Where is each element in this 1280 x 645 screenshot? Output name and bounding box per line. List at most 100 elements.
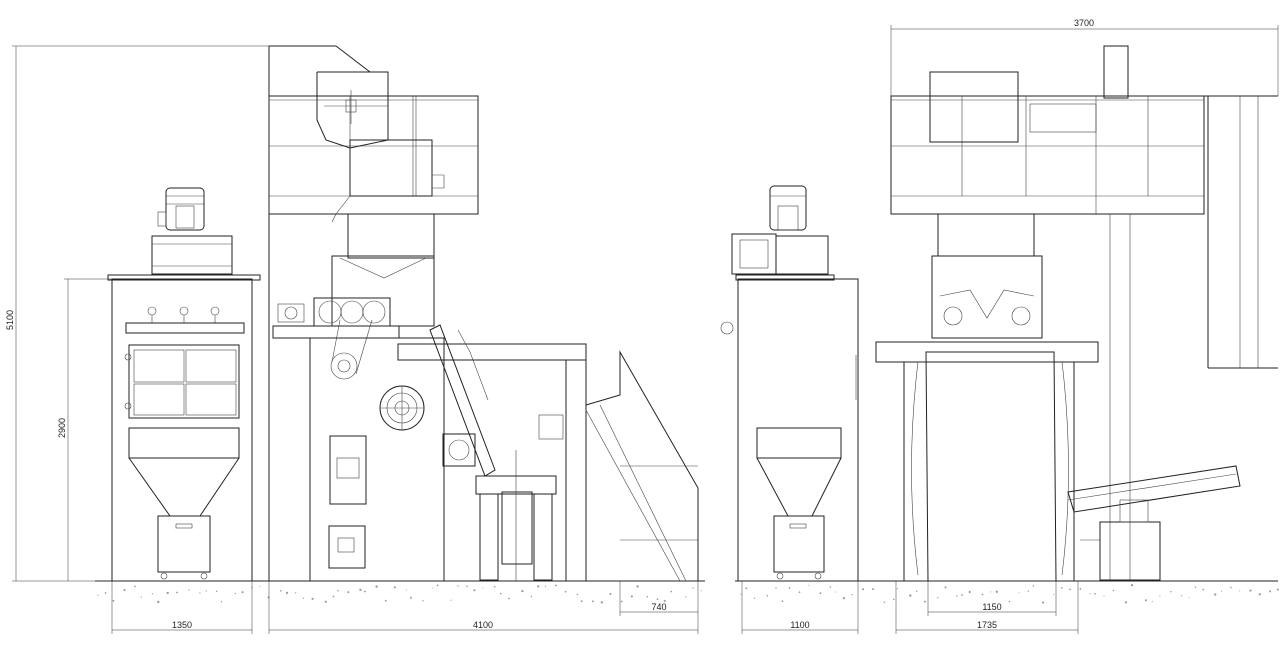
- ground-speck: [215, 590, 218, 593]
- dim-collector-width: 1350: [172, 620, 192, 630]
- ground-speck: [1220, 590, 1223, 592]
- ground-speck: [995, 590, 998, 593]
- shot-blast-machine-side: [875, 45, 1278, 582]
- ground-speck: [104, 592, 107, 594]
- dust-collector-side: [720, 185, 859, 582]
- ground-speck: [375, 585, 378, 588]
- ground-speck: [112, 599, 115, 602]
- ground-speck: [592, 600, 594, 603]
- ground-speck: [1008, 600, 1011, 603]
- ground-speck: [537, 585, 540, 588]
- ground-speck: [457, 585, 459, 587]
- ground-speck: [872, 588, 874, 591]
- ground-speck: [466, 585, 468, 587]
- ground-speck: [1268, 590, 1272, 593]
- ground-speck: [337, 590, 339, 592]
- dim-collector-height: 2900: [57, 418, 67, 438]
- ground-speck: [493, 585, 496, 588]
- ground-speck: [700, 590, 702, 592]
- ground-speck: [1124, 601, 1128, 604]
- ground-speck: [819, 592, 822, 595]
- dim-conveyor-extension: 740: [651, 602, 666, 612]
- ground-speck: [956, 595, 958, 597]
- ground-speck: [499, 592, 502, 595]
- ground-speck: [798, 591, 801, 594]
- dimension-lines: [12, 25, 1279, 634]
- ground-speck: [1103, 595, 1105, 597]
- ground-line: [95, 580, 1279, 604]
- ground-speck: [788, 587, 791, 589]
- ground-speck: [576, 593, 579, 596]
- ground-speck: [937, 597, 939, 599]
- ground-speck: [205, 590, 207, 592]
- ground-speck: [685, 596, 687, 598]
- ground-speck: [482, 587, 484, 589]
- ground-speck: [909, 594, 912, 597]
- ground-speck: [1202, 588, 1205, 591]
- ground-speck: [220, 601, 223, 603]
- ground-speck: [521, 589, 524, 593]
- ground-speck: [1214, 593, 1217, 596]
- ground-speck: [259, 586, 261, 588]
- ground-speck: [781, 600, 784, 602]
- ground-speck: [580, 600, 583, 603]
- ground-speck: [636, 585, 639, 588]
- ground-speck: [384, 599, 387, 602]
- ground-speck: [981, 593, 984, 596]
- ground-speck: [1130, 584, 1134, 587]
- ground-speck: [508, 597, 510, 600]
- ground-speck: [745, 587, 748, 590]
- ground-speck: [166, 591, 169, 595]
- ground-speck: [359, 588, 362, 591]
- ground-speck: [1239, 590, 1241, 592]
- ground-speck: [600, 601, 603, 604]
- ground-speck: [692, 587, 694, 589]
- dim-side-collector-width: 1100: [790, 620, 809, 630]
- ground-speck: [670, 590, 673, 593]
- ground-speck: [1053, 594, 1055, 596]
- ground-speck: [808, 584, 810, 587]
- ground-speck: [630, 595, 633, 598]
- ground-speck: [393, 586, 396, 589]
- shot-blast-machine-front: [268, 45, 699, 582]
- ground-speck: [766, 595, 769, 597]
- ground-speck: [279, 589, 282, 592]
- ground-speck: [829, 586, 832, 588]
- ground-speck: [473, 589, 476, 592]
- ground-speck: [924, 600, 926, 603]
- ground-speck: [1032, 585, 1035, 587]
- ground-speck: [883, 601, 886, 603]
- dim-total-height: 5100: [5, 310, 15, 330]
- ground-speck: [663, 599, 666, 602]
- ground-speck: [1079, 587, 1082, 590]
- ground-speck: [1089, 593, 1091, 595]
- ground-speck: [432, 587, 434, 589]
- ground-speck: [646, 595, 649, 598]
- ground-speck: [332, 595, 335, 598]
- ground-speck: [862, 588, 865, 591]
- dim-machine-width: 1735: [977, 620, 997, 630]
- ground-speck: [1194, 586, 1197, 588]
- dim-machine-length: 4100: [473, 620, 493, 630]
- ground-speck: [554, 584, 557, 587]
- ground-speck: [302, 597, 304, 599]
- ground-speck: [968, 590, 971, 594]
- ground-speck: [1188, 597, 1190, 599]
- ground-speck: [1181, 595, 1183, 597]
- ground-speck: [140, 596, 143, 598]
- ground-speck: [1112, 589, 1115, 592]
- ground-speck: [1159, 595, 1161, 597]
- dust-collector-front: [107, 187, 261, 582]
- ground-speck: [656, 598, 659, 600]
- ground-speck: [1170, 590, 1172, 593]
- ground-speck: [1230, 586, 1232, 589]
- ground-speck: [241, 591, 244, 594]
- ground-speck: [990, 591, 992, 593]
- ground-speck: [530, 595, 532, 598]
- ground-speck: [285, 591, 289, 594]
- ground-speck: [450, 599, 452, 601]
- ground-speck: [892, 598, 895, 601]
- ground-speck: [151, 593, 154, 595]
- dim-drum-opening: 1150: [982, 602, 1001, 612]
